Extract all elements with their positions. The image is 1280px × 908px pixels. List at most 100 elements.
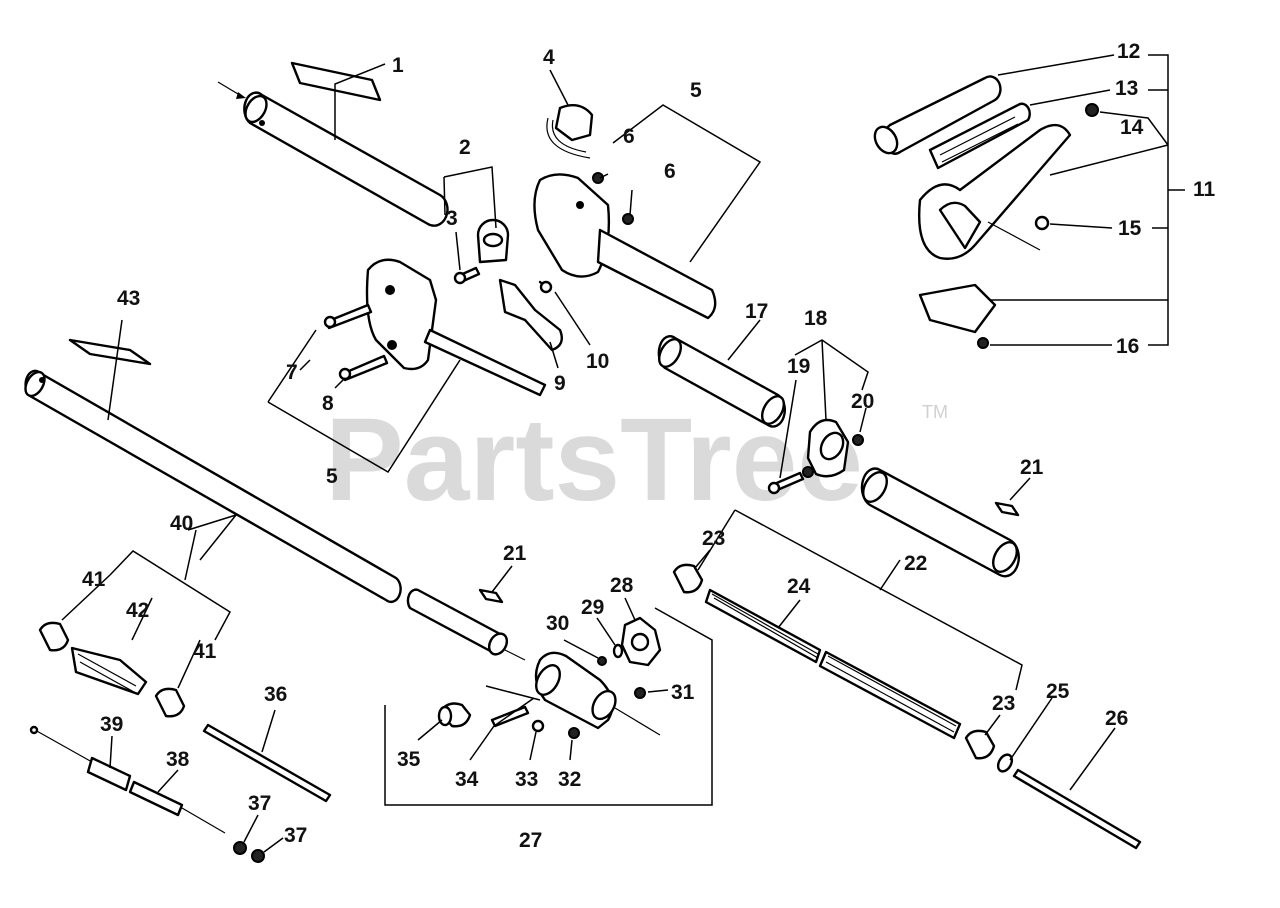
callout-11: 11	[1193, 178, 1216, 201]
bushing-23-upper	[672, 563, 704, 594]
callout-35: 35	[397, 748, 421, 771]
callout-2: 2	[459, 136, 471, 159]
callout-26: 26	[1105, 707, 1128, 730]
callout-1: 1	[392, 54, 404, 77]
foam-grip-17	[657, 335, 787, 428]
callout-22: 22	[904, 552, 927, 575]
drive-shaft-24	[704, 588, 962, 740]
spring-10	[538, 280, 553, 294]
callout-7: 7	[286, 361, 298, 384]
callout-31: 31	[671, 681, 695, 704]
callout-labels: 1 2 3 4 5 5 6 6 7 8 9 10 11 12 13 14 15 …	[82, 40, 1216, 852]
callout-42: 42	[126, 599, 149, 622]
gearhead	[534, 651, 617, 730]
callout-25: 25	[1046, 680, 1070, 703]
callout-16: 16	[1116, 335, 1139, 358]
nut-20	[852, 434, 864, 446]
callout-15: 15	[1118, 217, 1142, 240]
shaft-36	[202, 723, 332, 803]
bushing-41-left	[38, 621, 70, 652]
upper-shaft-tube	[217, 81, 449, 227]
callout-30: 30	[546, 612, 569, 635]
screw-19	[767, 466, 814, 495]
bushing-41-right	[154, 687, 186, 718]
callout-37-bottom: 37	[284, 824, 307, 847]
callout-21-left: 21	[503, 542, 527, 565]
screw-33	[531, 719, 545, 733]
watermark-trademark: TM	[922, 402, 948, 422]
callout-34: 34	[455, 768, 479, 791]
callout-6-bottom: 6	[664, 160, 676, 183]
screw-6-lower	[622, 213, 634, 225]
lower-shaft-tube	[24, 369, 402, 604]
nut-16	[977, 337, 989, 349]
stop-switch	[546, 104, 594, 159]
callout-43: 43	[117, 287, 140, 310]
leader-lines	[61, 54, 1185, 853]
screw-31	[614, 687, 661, 736]
callout-24: 24	[787, 575, 811, 598]
callout-19: 19	[787, 355, 810, 378]
assist-handle	[873, 75, 1072, 334]
callout-29: 29	[581, 596, 604, 619]
callout-38: 38	[166, 748, 190, 771]
watermark: PartsTree TM	[325, 394, 948, 526]
screw-3	[453, 266, 481, 285]
handle-clamp-18	[806, 418, 850, 478]
callout-3: 3	[446, 207, 458, 230]
callout-23-top: 23	[702, 527, 725, 550]
callout-28: 28	[610, 574, 634, 597]
nut-37-a	[233, 841, 247, 855]
callout-17: 17	[745, 300, 768, 323]
nut-37-b	[251, 849, 265, 863]
callout-12: 12	[1117, 40, 1140, 63]
label-decal-21-left	[478, 588, 504, 604]
washer-25	[996, 753, 1014, 773]
callout-8: 8	[322, 392, 334, 415]
callout-13: 13	[1115, 77, 1138, 100]
callout-4: 4	[543, 46, 555, 69]
callout-37-top: 37	[248, 792, 271, 815]
washer-29	[612, 643, 624, 659]
callout-39: 39	[100, 713, 123, 736]
callout-32: 32	[558, 768, 581, 791]
callout-36: 36	[264, 683, 287, 706]
bushing-23-lower	[964, 729, 996, 760]
callout-9: 9	[554, 372, 566, 395]
label-decal-1	[290, 61, 382, 102]
callout-5-bottom: 5	[326, 465, 338, 488]
callout-21-right: 21	[1020, 456, 1044, 479]
fitting-35	[437, 702, 472, 728]
screw-7	[323, 303, 373, 330]
cable-assembly-39	[29, 725, 226, 834]
gearhead-tube	[406, 588, 526, 661]
nut-30	[597, 656, 607, 666]
callout-20: 20	[851, 390, 874, 413]
tube-clamp-2	[476, 218, 510, 264]
callout-33: 33	[515, 768, 538, 791]
coupling-42	[70, 646, 148, 696]
throttle-trigger	[498, 278, 563, 352]
nut-32	[568, 727, 580, 739]
screw-6-upper	[592, 172, 604, 184]
callout-6-top: 6	[623, 125, 635, 148]
callout-27: 27	[519, 829, 542, 852]
label-decal-43	[68, 338, 152, 366]
callout-5-top: 5	[690, 79, 702, 102]
screw-14	[1085, 103, 1099, 117]
part-drawings	[24, 61, 1142, 863]
callout-23-bottom: 23	[992, 692, 1015, 715]
callout-41-right: 41	[193, 640, 217, 663]
star-knob-28	[620, 616, 662, 667]
flex-shaft-26	[1012, 768, 1142, 850]
screw-15	[1034, 215, 1050, 231]
callout-14: 14	[1120, 116, 1144, 139]
outer-tube-22	[860, 467, 1020, 578]
label-decal-21-right	[994, 501, 1020, 517]
handle-half-left	[365, 258, 547, 397]
callout-40: 40	[170, 512, 193, 535]
callout-18: 18	[804, 307, 828, 330]
handle-half-right	[533, 173, 717, 320]
callout-41-left: 41	[82, 568, 106, 591]
